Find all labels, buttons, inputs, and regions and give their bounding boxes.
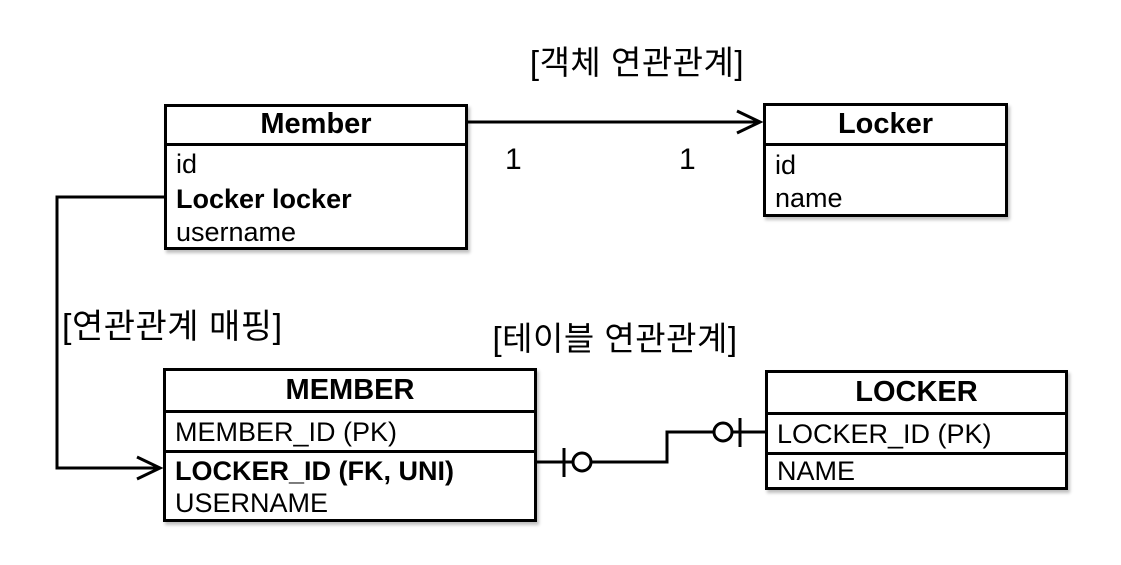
mapping-arrowhead-icon bbox=[136, 455, 164, 481]
member-table-title: MEMBER bbox=[166, 371, 534, 413]
locker-table-box: LOCKER LOCKER_ID (PK) NAME bbox=[765, 370, 1068, 490]
locker-field-id: id bbox=[775, 150, 797, 180]
member-field-id: id bbox=[176, 149, 198, 179]
member-table-box: MEMBER MEMBER_ID (PK) LOCKER_ID (FK, UNI… bbox=[163, 368, 537, 522]
member-row-locker-id: LOCKER_ID (FK, UNI) bbox=[175, 456, 454, 486]
table-relationship-line bbox=[537, 430, 765, 464]
table-relationship bbox=[537, 418, 765, 477]
locker-table-title: LOCKER bbox=[768, 373, 1065, 415]
zero-circle-member-icon bbox=[571, 451, 593, 473]
locker-class-box: Locker id name bbox=[763, 103, 1008, 217]
locker-row-locker-id: LOCKER_ID (PK) bbox=[768, 415, 1065, 455]
object-association-arrowhead-icon bbox=[736, 109, 764, 135]
locker-field-name: name bbox=[775, 183, 843, 213]
multiplicity-target-label: 1 bbox=[679, 143, 696, 176]
zero-circle-locker-icon bbox=[712, 421, 734, 443]
member-row-member-id: MEMBER_ID (PK) bbox=[166, 413, 534, 453]
member-class-box: Member id Locker locker username bbox=[164, 104, 468, 250]
locker-row-name: NAME bbox=[777, 456, 856, 486]
member-row-username: USERNAME bbox=[175, 488, 329, 518]
member-class-title: Member bbox=[167, 107, 465, 146]
locker-class-title: Locker bbox=[766, 106, 1005, 146]
table-association-title: [테이블 연관관계] bbox=[492, 320, 738, 357]
object-association-title: [객체 연관관계] bbox=[529, 44, 745, 81]
association-mapping-title: [연관관계 매핑] bbox=[62, 308, 283, 346]
object-association-arrow bbox=[466, 109, 764, 135]
member-field-username: username bbox=[176, 217, 297, 247]
multiplicity-source-label: 1 bbox=[505, 143, 522, 176]
member-field-locker: Locker locker bbox=[176, 184, 352, 214]
